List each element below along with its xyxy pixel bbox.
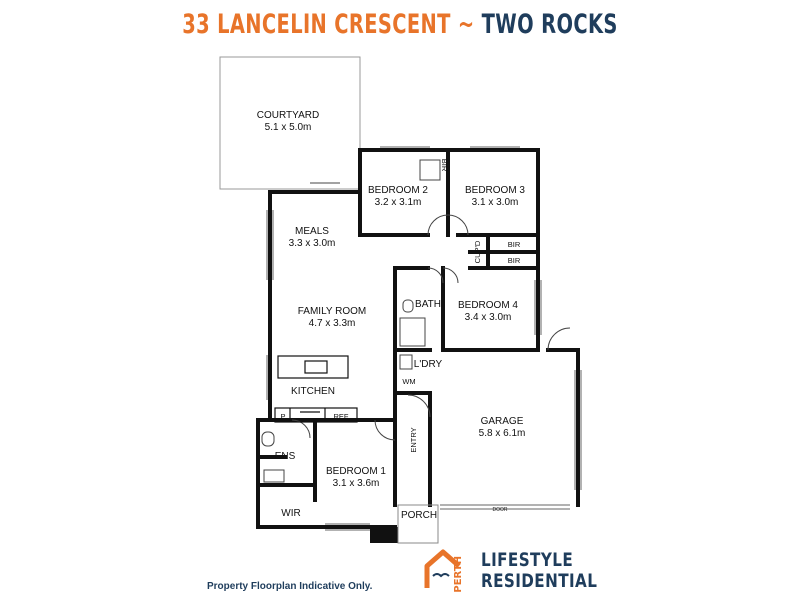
ldry-label: L'DRY <box>414 359 443 370</box>
pantry-label: P <box>280 412 285 421</box>
bedroom2-size: 3.2 x 3.1m <box>375 197 422 208</box>
garage-size: 5.8 x 6.1m <box>479 428 526 439</box>
room-labels: COURTYARD 5.1 x 5.0m BEDROOM 2 3.2 x 3.1… <box>257 110 526 521</box>
bir2-label: BIR <box>508 240 521 249</box>
porch-outline <box>397 504 439 544</box>
title-separator: ~ <box>457 9 475 40</box>
garage-label: GARAGE <box>481 416 524 427</box>
cupd-label: CUP'D <box>473 240 482 263</box>
title-address: 33 LANCELIN CRESCENT <box>182 9 451 40</box>
porch-label: PORCH <box>401 510 437 521</box>
bedroom3-size: 3.1 x 3.0m <box>472 197 519 208</box>
bedroom2-label: BEDROOM 2 <box>368 185 428 196</box>
door-swings <box>291 182 571 441</box>
ens-label: ENS <box>275 451 296 462</box>
entry-label: ENTRY <box>409 427 418 452</box>
kitchen-label: KITCHEN <box>291 386 335 397</box>
family-size: 4.7 x 3.3m <box>309 318 356 329</box>
logo-line1: LIFESTYLE <box>481 549 574 571</box>
logo-perth: PERTH <box>453 556 464 593</box>
wir-label: WIR <box>281 508 300 519</box>
bedroom4-label: BEDROOM 4 <box>458 300 518 311</box>
bir1-label: BIR <box>440 159 449 172</box>
brand-logo: PERTH LIFESTYLE RESIDENTIAL <box>423 548 597 596</box>
family-label: FAMILY ROOM <box>298 306 367 317</box>
page-title: 33 LANCELIN CRESCENT ~ TWO ROCKS <box>112 9 688 40</box>
bedroom3-label: BEDROOM 3 <box>465 185 525 196</box>
windows <box>266 146 582 531</box>
meals-size: 3.3 x 3.0m <box>289 238 336 249</box>
bedroom1-size: 3.1 x 3.6m <box>333 478 380 489</box>
door-label: DOOR <box>493 507 508 513</box>
meals-label: MEALS <box>295 226 329 237</box>
bir3-label: BIR <box>508 256 521 265</box>
wm-label: WM <box>402 377 415 386</box>
walls <box>256 148 580 529</box>
kitchen-bench <box>274 355 358 423</box>
bath-fixtures <box>261 159 441 483</box>
ref-label: REF <box>334 412 349 421</box>
porch-step <box>370 527 398 543</box>
bedroom1-label: BEDROOM 1 <box>326 466 386 477</box>
courtyard-outline <box>219 56 361 190</box>
logo-emblem-icon <box>424 549 461 588</box>
bedroom4-size: 3.4 x 3.0m <box>465 312 512 323</box>
courtyard-size: 5.1 x 5.0m <box>265 122 312 133</box>
disclaimer: Property Floorplan Indicative Only. <box>207 581 373 592</box>
bath-label: BATH <box>415 299 441 310</box>
courtyard-label: COURTYARD <box>257 110 319 121</box>
title-suburb: TWO ROCKS <box>481 9 618 40</box>
logo-line2: RESIDENTIAL <box>481 570 598 592</box>
small-labels: BIR BIR BIR CUP'D WM P REF ENTRY DOOR <box>280 159 520 513</box>
